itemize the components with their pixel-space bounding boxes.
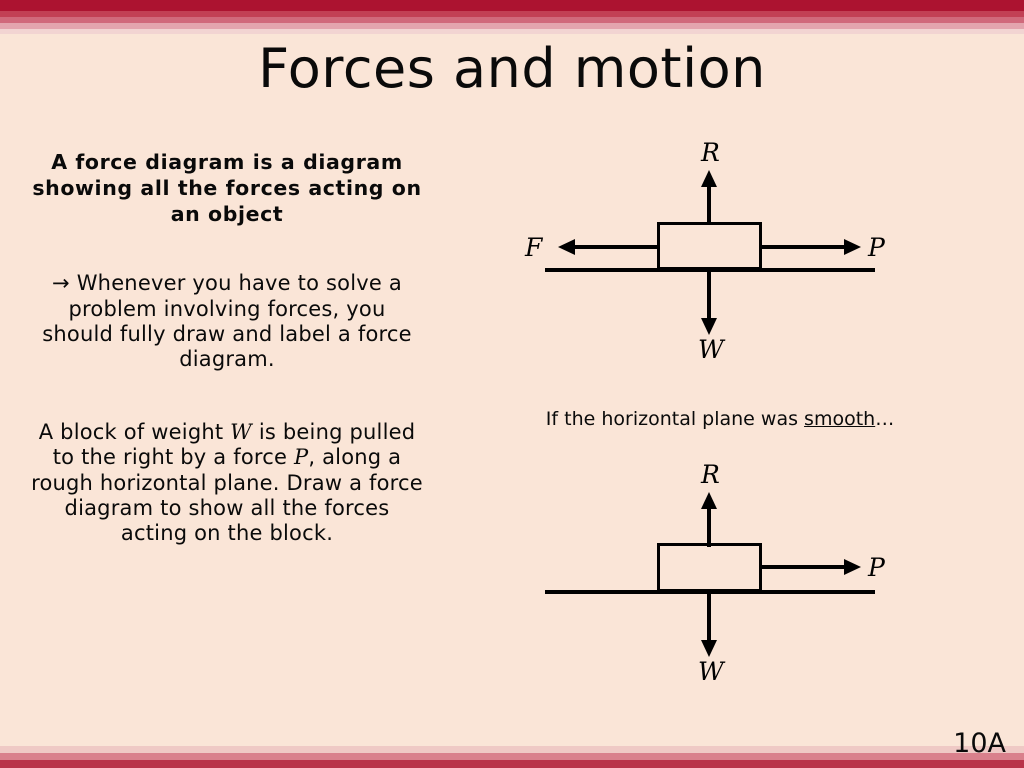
left-text-column: A force diagram is a diagram showing all… bbox=[22, 150, 432, 546]
caption-underlined-word: smooth bbox=[804, 408, 876, 430]
top-border-stripe-1 bbox=[0, 0, 1024, 11]
pull-force-arrow-shaft bbox=[760, 245, 844, 249]
normal-force-arrow-shaft bbox=[707, 497, 711, 547]
bottom-border-stripe-3 bbox=[0, 760, 1024, 768]
smooth-plane-caption: If the horizontal plane was smooth… bbox=[520, 408, 920, 430]
pull-force-label: P bbox=[868, 553, 885, 582]
top-border-stripe-5 bbox=[0, 29, 1024, 34]
block bbox=[657, 222, 762, 270]
friction-force-arrow-shaft bbox=[575, 245, 659, 249]
caption-suffix: … bbox=[875, 408, 895, 430]
rough-plane-force-diagram: R W F P bbox=[520, 130, 920, 380]
pull-force-arrow-head bbox=[844, 239, 861, 255]
weight-force-label: W bbox=[698, 335, 724, 364]
block bbox=[657, 543, 762, 592]
friction-force-arrow-head bbox=[558, 239, 575, 255]
bottom-border-stripe-2 bbox=[0, 753, 1024, 760]
pull-force-arrow-head bbox=[844, 559, 861, 575]
top-border-stripe-3 bbox=[0, 17, 1024, 23]
slide-title: Forces and motion bbox=[258, 37, 766, 100]
pull-force-arrow-shaft bbox=[760, 565, 844, 569]
pull-symbol: P bbox=[294, 445, 309, 470]
normal-force-arrow-head bbox=[701, 170, 717, 187]
normal-force-arrow-shaft bbox=[707, 175, 711, 225]
question-text-part-1: A block of weight bbox=[38, 420, 231, 445]
friction-force-label: F bbox=[525, 233, 543, 262]
bottom-border-stripe-1 bbox=[0, 746, 1024, 753]
top-border-stripe-4 bbox=[0, 23, 1024, 29]
advice-paragraph: → Whenever you have to solve a problem i… bbox=[42, 271, 412, 372]
caption-prefix: If the horizontal plane was bbox=[545, 408, 805, 430]
weight-force-arrow-shaft bbox=[707, 268, 711, 320]
weight-force-arrow-head bbox=[701, 640, 717, 657]
normal-force-arrow-head bbox=[701, 492, 717, 509]
weight-symbol: W bbox=[230, 420, 252, 445]
smooth-plane-force-diagram: R W P bbox=[520, 455, 920, 705]
pull-force-label: P bbox=[868, 233, 885, 262]
top-border-stripe-2 bbox=[0, 11, 1024, 17]
normal-force-label: R bbox=[701, 460, 720, 489]
weight-force-arrow-head bbox=[701, 318, 717, 335]
question-text-part-3: , along a rough horizontal plane. Draw a… bbox=[31, 445, 423, 545]
weight-force-arrow-shaft bbox=[707, 590, 711, 642]
normal-force-label: R bbox=[701, 138, 720, 167]
question-paragraph: A block of weight W is being pulled to t… bbox=[22, 420, 432, 546]
weight-force-label: W bbox=[698, 657, 724, 686]
definition-paragraph: A force diagram is a diagram showing all… bbox=[32, 150, 422, 226]
question-text-part-2: is being pulled to the right by a force bbox=[52, 420, 416, 470]
page-number: 10A bbox=[953, 728, 1006, 759]
